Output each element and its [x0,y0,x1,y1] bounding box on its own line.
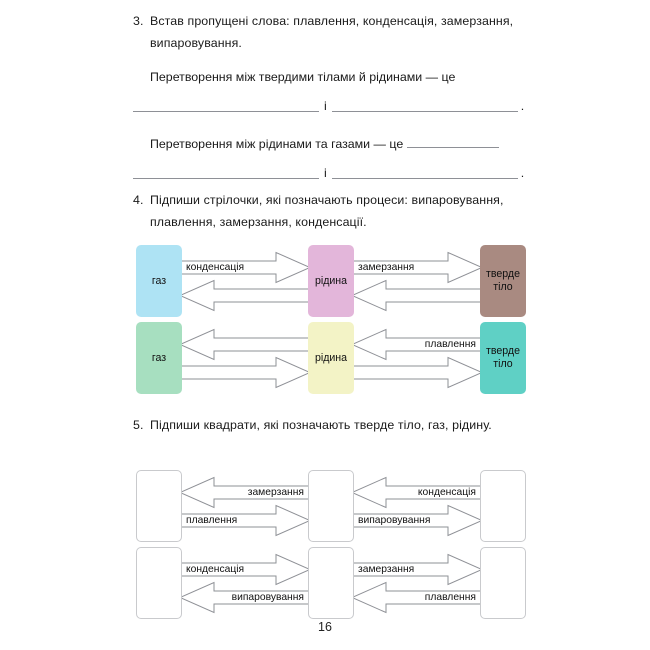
arrow-label: конденсація [186,262,245,273]
arrow-label: плавлення [424,339,476,350]
arrow-label: випаровування [358,515,431,526]
arrow-label: плавлення [186,515,238,526]
arrow-left [352,581,482,614]
arrow-left [180,279,310,312]
page-number: 16 [318,620,332,634]
task-4-prompt: Підпиши стрілочки, які позначають процес… [150,193,504,229]
diagram-box-3[interactable] [480,470,526,542]
arrow-label: конденсація [186,564,245,575]
diagram-row-2: газ рідина тверде тіло плавлення [136,322,526,394]
task-5: 5. Підпиши квадрати, які позначають твер… [133,414,553,436]
arrow-left [352,328,482,361]
diagram-box-3: тверде тіло [480,322,526,394]
arrow-right [180,504,310,537]
diagram-box-3[interactable] [480,547,526,619]
arrow-left [180,476,310,509]
sentence-1-text: Перетворення між твердими тілами й рідин… [150,70,456,84]
diagram-row-1: газ рідина тверде тіло конденсація замерзанн… [136,245,526,317]
arrow-left [180,581,310,614]
arrow-right [352,251,482,284]
diagram-box-2: рідина [308,322,354,394]
sentence-1-blank-b[interactable] [331,98,518,112]
sentence-2-conjunction: і [324,166,327,180]
arrow-group-right: конденсація випаровування [352,470,482,542]
diagram-box-2[interactable] [308,470,354,542]
sentence-2-blank-tail[interactable] [406,135,499,148]
arrow-left [352,476,482,509]
arrow-group-left: замерзання плавлення [180,470,310,542]
diagram-box-label: газ [151,274,167,287]
diagram-box-3: тверде тіло [480,245,526,317]
diagram-row-4: конденсація випаровування замерзання плавле… [136,547,526,619]
arrow-label: конденсація [417,487,476,498]
sentence-2-blank-b[interactable] [331,165,518,179]
sentence-2-text: Перетворення між рідинами та газами — це [150,137,404,151]
arrow-group-left: конденсація [180,245,310,317]
arrow-label: плавлення [424,592,476,603]
arrow-right [180,251,310,284]
arrow-left [180,328,310,361]
diagram-box-label: газ [151,351,167,364]
sentence-1-conjunction: і [324,99,327,113]
arrow-left [352,279,482,312]
diagram-row-3: замерзання плавлення конденсація випаровува… [136,470,526,542]
task-5-prompt: Підпиши квадрати, які позначають тверде … [150,418,492,432]
arrow-group-right: плавлення [352,322,482,394]
diagram-box-1: газ [136,245,182,317]
task-3-number: 3. [133,14,144,28]
diagram-box-label: рідина [314,274,348,287]
diagram-box-1: газ [136,322,182,394]
arrow-right [180,553,310,586]
arrow-group-left: конденсація випаровування [180,547,310,619]
diagram-box-label: тверде тіло [486,345,520,370]
task-3-sentence-1: Перетворення між твердими тілами й рідин… [133,66,553,112]
task-4-number: 4. [133,193,144,207]
diagram-box-1[interactable] [136,547,182,619]
sentence-2-blank-a[interactable] [133,165,319,179]
task-3-sentence-2: Перетворення між рідинами та газами — це… [133,133,553,179]
arrow-group-right: замерзання плавлення [352,547,482,619]
arrow-right [352,504,482,537]
task-3-prompt: Встав пропущені слова: плавлення, конден… [150,14,514,50]
arrow-right [180,356,310,389]
task-5-number: 5. [133,418,144,432]
task-3-heading: 3. Встав пропущені слова: плавлення, кон… [133,10,553,54]
task-4: 4. Підпиши стрілочки, які позначають про… [133,189,553,233]
arrow-label: замерзання [358,262,415,273]
sentence-1-blank-a[interactable] [133,98,319,112]
sentence-2-period: . [520,166,525,180]
arrow-group-left [180,322,310,394]
diagram-box-1[interactable] [136,470,182,542]
sentence-1-answer-line[interactable]: і . [133,98,533,112]
diagram-box-label: рідина [314,351,348,364]
sentence-1-period: . [520,99,525,113]
diagram-box-label: тверде тіло [486,268,520,293]
diagram-box-2: рідина [308,245,354,317]
task-4-heading: 4. Підпиши стрілочки, які позначають про… [133,189,553,233]
sentence-2-answer-line[interactable]: і . [133,165,533,179]
task-3: 3. Встав пропущені слова: плавлення, кон… [133,10,553,179]
arrow-label: замерзання [358,564,415,575]
arrow-label: випаровування [231,592,304,603]
diagram-box-2[interactable] [308,547,354,619]
arrow-right [352,356,482,389]
arrow-label: замерзання [247,487,304,498]
arrow-group-right: замерзання [352,245,482,317]
task-5-heading: 5. Підпиши квадрати, які позначають твер… [133,414,553,436]
arrow-right [352,553,482,586]
